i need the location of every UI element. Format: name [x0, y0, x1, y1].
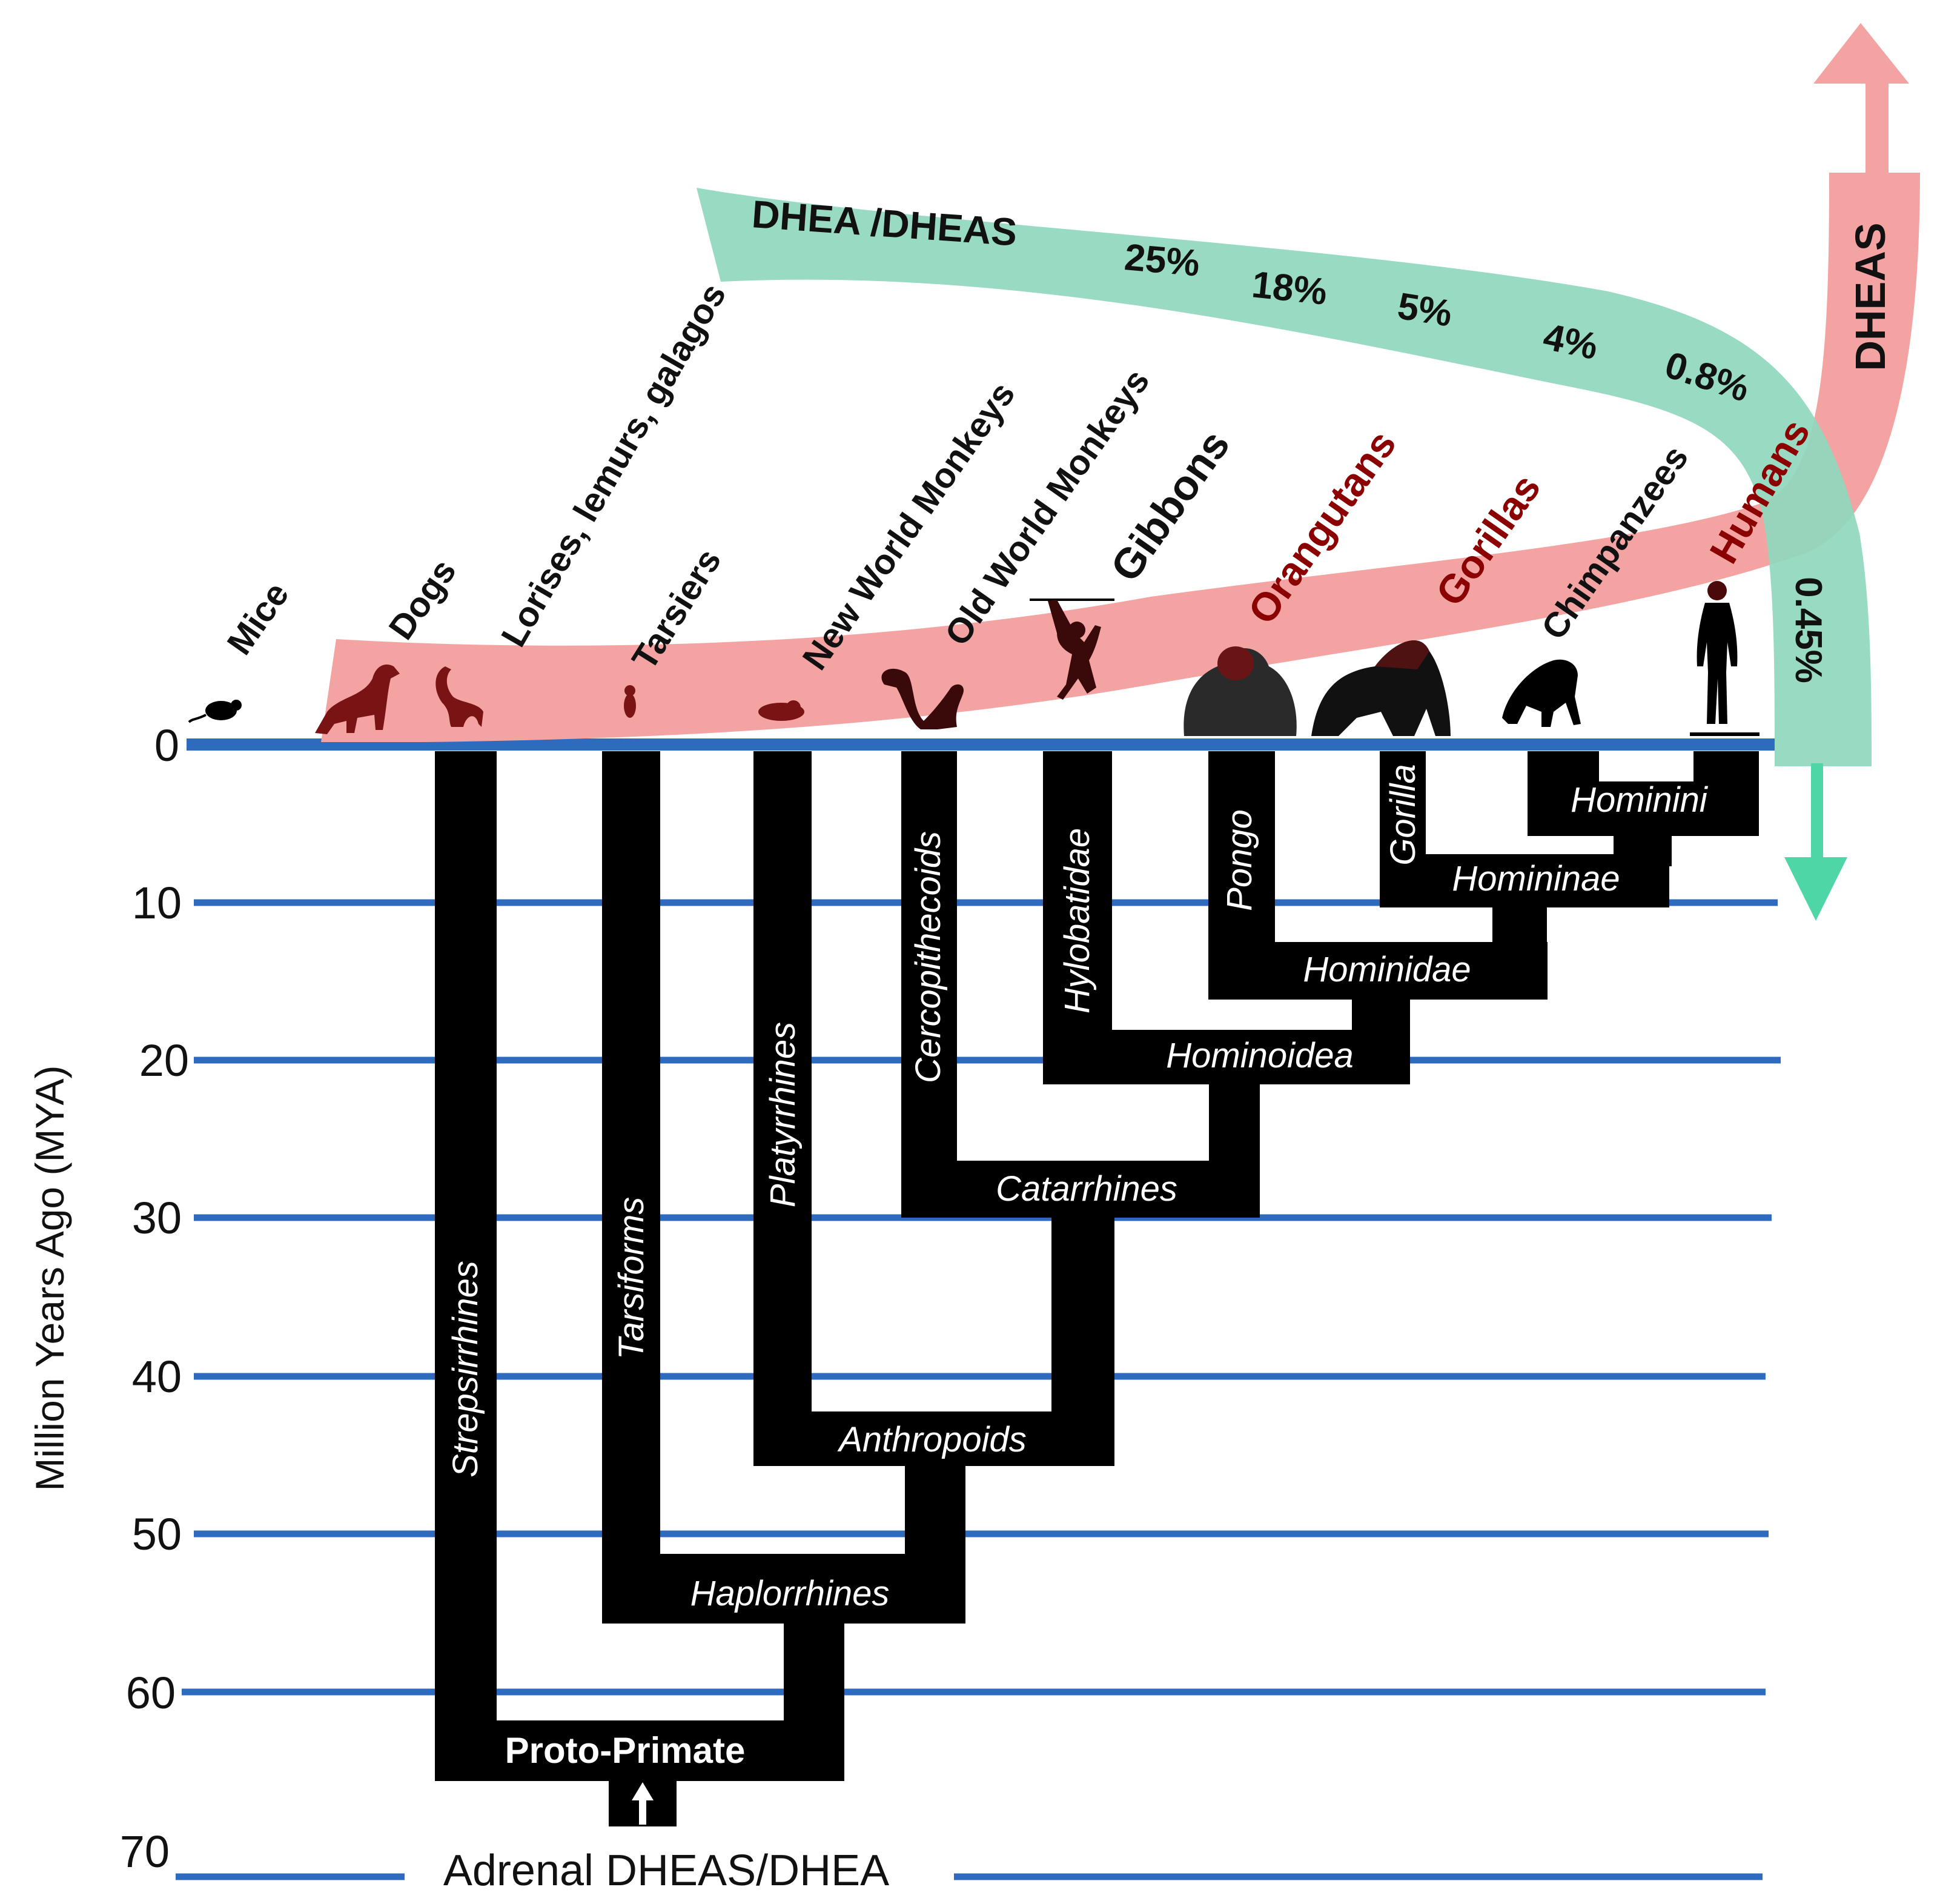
clade-gorilla: Gorilla	[1383, 764, 1423, 866]
clade-hominoidea: Hominoidea	[1166, 1036, 1354, 1075]
label-mice: Mice	[219, 576, 296, 662]
orangutan-icon	[1184, 646, 1297, 736]
node-hominini	[1528, 781, 1759, 836]
branch-cercopithecoids	[901, 751, 957, 1218]
tick-0: 0	[154, 720, 179, 771]
silhouettes	[188, 581, 1760, 736]
clade-hylobatidae: Hylobatidae	[1058, 828, 1097, 1013]
clade-homininae: Homininae	[1452, 859, 1620, 898]
stem-catarrhines	[1051, 1212, 1114, 1418]
new-world-monkey-icon	[758, 700, 804, 721]
dheas-band: DHEAS	[321, 23, 1920, 742]
clade-strepsirrhines: Strepsirrhines	[446, 1261, 485, 1478]
dog-icon	[315, 664, 400, 734]
tick-10: 10	[132, 878, 182, 928]
up-arrow-icon	[1813, 23, 1909, 176]
label-gibbons: Gibbons	[1101, 422, 1239, 589]
ratio-25: 25%	[1123, 236, 1202, 285]
y-axis-label: Million Years Ago (MYA)	[27, 1065, 72, 1491]
stem-haplorrhines	[784, 1617, 844, 1733]
lemur-icon	[435, 666, 483, 727]
ratio-5: 5%	[1395, 285, 1455, 335]
stem-hominini	[1614, 830, 1672, 866]
root-arrow-icon	[632, 1782, 654, 1825]
clade-labels: Strepsirrhines Tarsiforms Platyrrhines C…	[446, 764, 1709, 1771]
tick-60: 60	[126, 1668, 176, 1718]
down-arrow-icon	[1784, 763, 1847, 921]
clade-haplorrhines: Haplorrhines	[690, 1574, 890, 1613]
clade-tarsiforms: Tarsiforms	[612, 1197, 651, 1360]
proto-primate-label: Proto-Primate	[505, 1730, 746, 1771]
clade-hominidae: Hominidae	[1303, 950, 1471, 989]
branch-strepsirrhines	[435, 751, 497, 1781]
gibbon-icon	[1030, 599, 1114, 700]
tick-30: 30	[132, 1193, 182, 1243]
chimpanzee-icon	[1502, 659, 1581, 727]
tarsier-icon	[624, 685, 636, 718]
node-proto-primate	[435, 1720, 844, 1781]
dheas-label: DHEAS	[1847, 222, 1894, 371]
branch-tarsiforms	[602, 751, 660, 1624]
node-hominoidea	[1043, 1030, 1410, 1084]
stem-hominoidea	[1209, 1078, 1260, 1169]
branch-platyrrhines	[753, 751, 812, 1466]
human-icon	[1690, 581, 1760, 736]
node-hominidae	[1208, 942, 1548, 1000]
dhea-ratio-band-shape	[697, 188, 1872, 766]
stem-hominidae	[1352, 993, 1410, 1036]
ratio-18: 18%	[1250, 264, 1329, 313]
clade-cercopithecoids: Cercopithecoids	[909, 831, 948, 1083]
origin-label: Adrenal DHEAS/DHEA	[443, 1846, 889, 1895]
label-dogs: Dogs	[381, 552, 463, 646]
node-anthropoids	[753, 1411, 1114, 1466]
tick-20: 20	[139, 1035, 189, 1086]
old-world-monkey-icon	[881, 668, 964, 729]
clade-catarrhines: Catarrhines	[996, 1169, 1177, 1209]
stem-homininae	[1492, 903, 1547, 951]
tick-70: 70	[120, 1826, 170, 1877]
mouse-icon	[188, 700, 242, 723]
gorilla-icon	[1311, 640, 1451, 736]
tick-50: 50	[132, 1509, 182, 1559]
node-haplorrhines	[602, 1554, 965, 1624]
ratio-0-45: 0.45%	[1787, 577, 1829, 683]
phylogenetic-tree	[435, 751, 1759, 1826]
stem-anthropoids	[905, 1460, 965, 1563]
node-catarrhines	[901, 1161, 1260, 1218]
clade-hominini: Hominini	[1571, 780, 1709, 820]
branch-hylobatidae	[1043, 751, 1112, 1084]
tick-40: 40	[132, 1352, 182, 1402]
axis-ticks: 0 10 20 30 40 50 60 70	[120, 720, 189, 1877]
clade-anthropoids: Anthropoids	[837, 1420, 1027, 1459]
clade-pongo: Pongo	[1220, 809, 1259, 911]
dheas-band-shape	[321, 173, 1920, 742]
clade-platyrrhines: Platyrrhines	[763, 1022, 803, 1207]
